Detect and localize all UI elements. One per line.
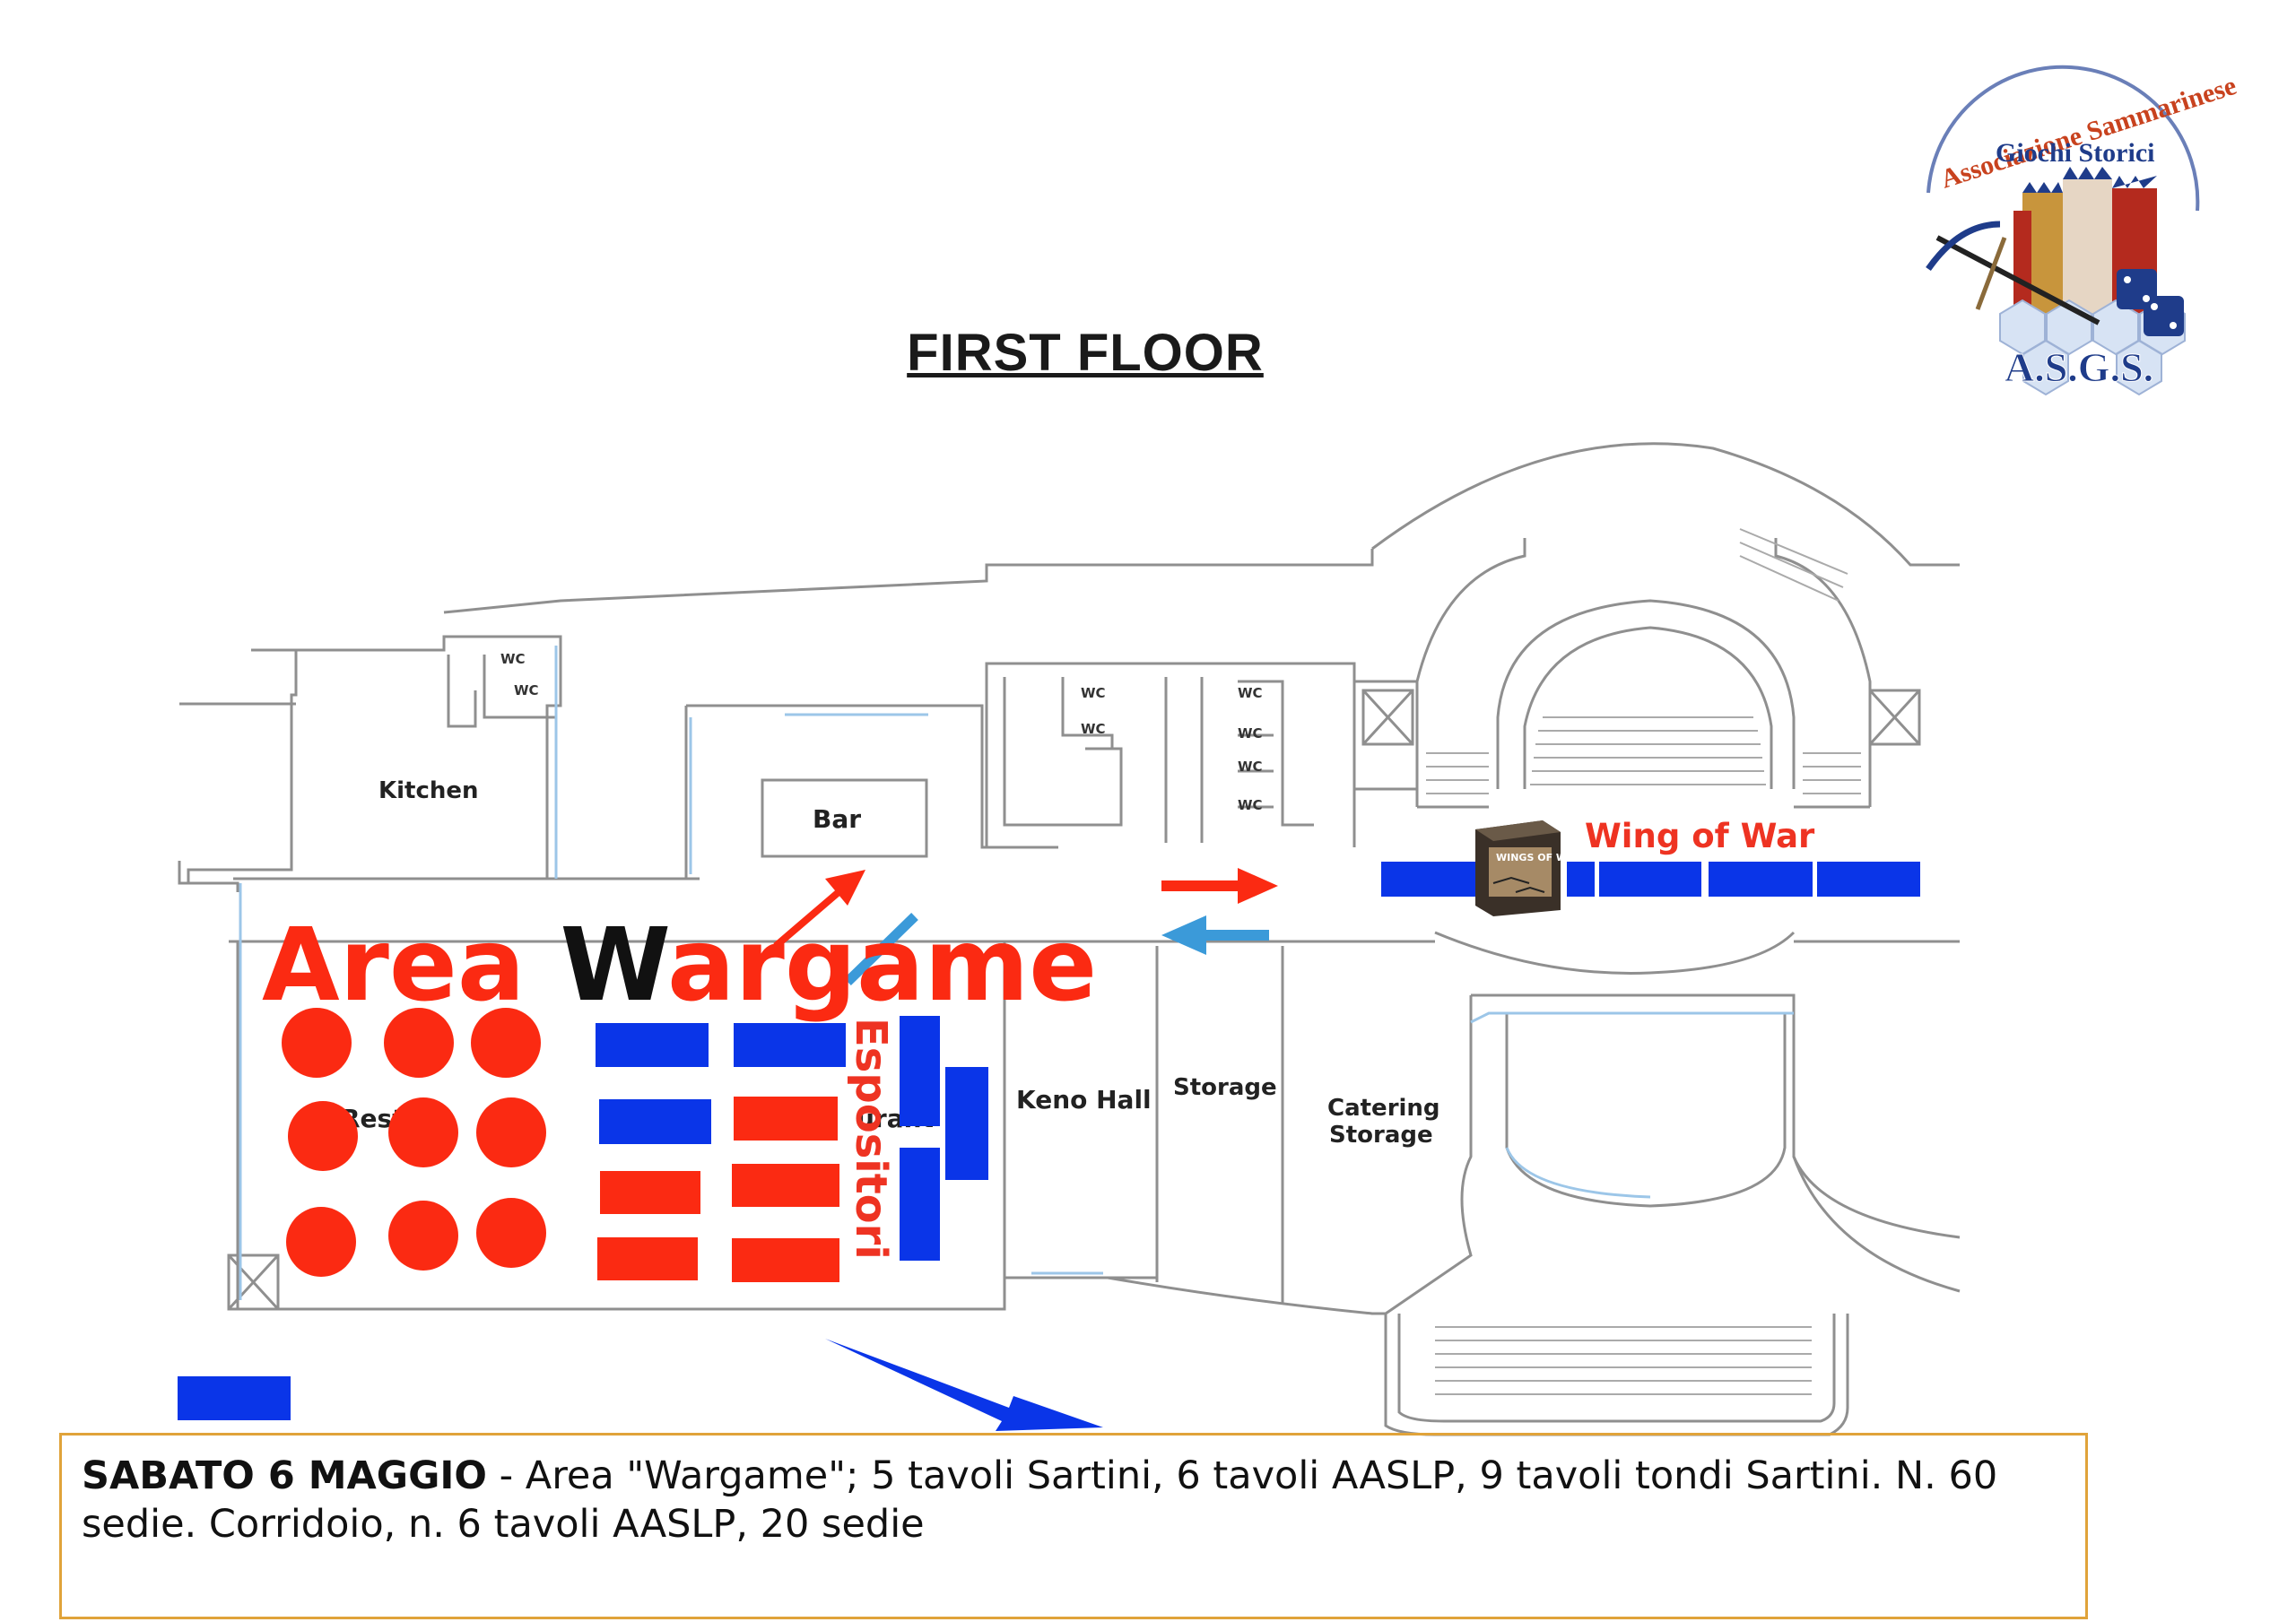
windows xyxy=(239,646,1794,1300)
svg-text:WC: WC xyxy=(500,651,526,667)
red-arrow-right xyxy=(1161,868,1278,904)
event-caption: SABATO 6 MAGGIO - Area "Wargame"; 5 tavo… xyxy=(59,1433,2088,1619)
page-title: FIRST FLOOR xyxy=(907,324,1264,382)
svg-text:WC: WC xyxy=(1081,721,1106,737)
svg-text:WC: WC xyxy=(1238,759,1263,775)
room-storage: Storage xyxy=(1173,1074,1277,1101)
svg-text:WC: WC xyxy=(1081,685,1106,701)
area-wargame-label: Area Wargame xyxy=(262,907,1097,1024)
room-bar: Bar xyxy=(813,804,861,834)
espositori-label: Espositori xyxy=(846,1018,896,1260)
svg-text:WC: WC xyxy=(1238,685,1263,701)
light-blue-arrow-diag xyxy=(844,913,918,985)
wc-labels: WC WC WC WC WC WC WC WC xyxy=(500,651,1263,813)
box-art-text: WINGS OF WAR xyxy=(1496,852,1582,863)
svg-text:WC: WC xyxy=(514,682,539,698)
caption-date: SABATO 6 MAGGIO xyxy=(82,1453,487,1498)
caption-details: - Area "Wargame"; 5 tavoli Sartini, 6 ta… xyxy=(82,1453,1998,1547)
room-kitchen: Kitchen xyxy=(378,777,479,804)
room-catering-label-1: Catering xyxy=(1327,1095,1440,1122)
room-keno-hall: Keno Hall xyxy=(1016,1085,1152,1115)
svg-text:WC: WC xyxy=(1238,725,1263,742)
round-tables xyxy=(282,1008,546,1277)
red-tables xyxy=(597,1097,839,1282)
blue-entry-arrow xyxy=(825,1339,1103,1431)
wing-of-war-label: Wing of War xyxy=(1585,817,1815,855)
light-blue-arrow-left xyxy=(1161,915,1269,955)
asgs-logo: Associazione Sammarinese Giochi Storici xyxy=(1926,65,2239,396)
blue-tables xyxy=(178,862,1920,1420)
svg-text:WC: WC xyxy=(1238,797,1263,813)
room-catering-label-2: Storage xyxy=(1329,1122,1433,1149)
building-walls xyxy=(178,442,1961,1436)
logo-sub-text: Giochi Storici xyxy=(1996,138,2154,168)
wings-of-war-box: WINGS OF WAR xyxy=(1475,820,1582,916)
red-arrow-up xyxy=(773,870,865,950)
logo-acronym: A.S.G.S. xyxy=(2005,344,2153,390)
